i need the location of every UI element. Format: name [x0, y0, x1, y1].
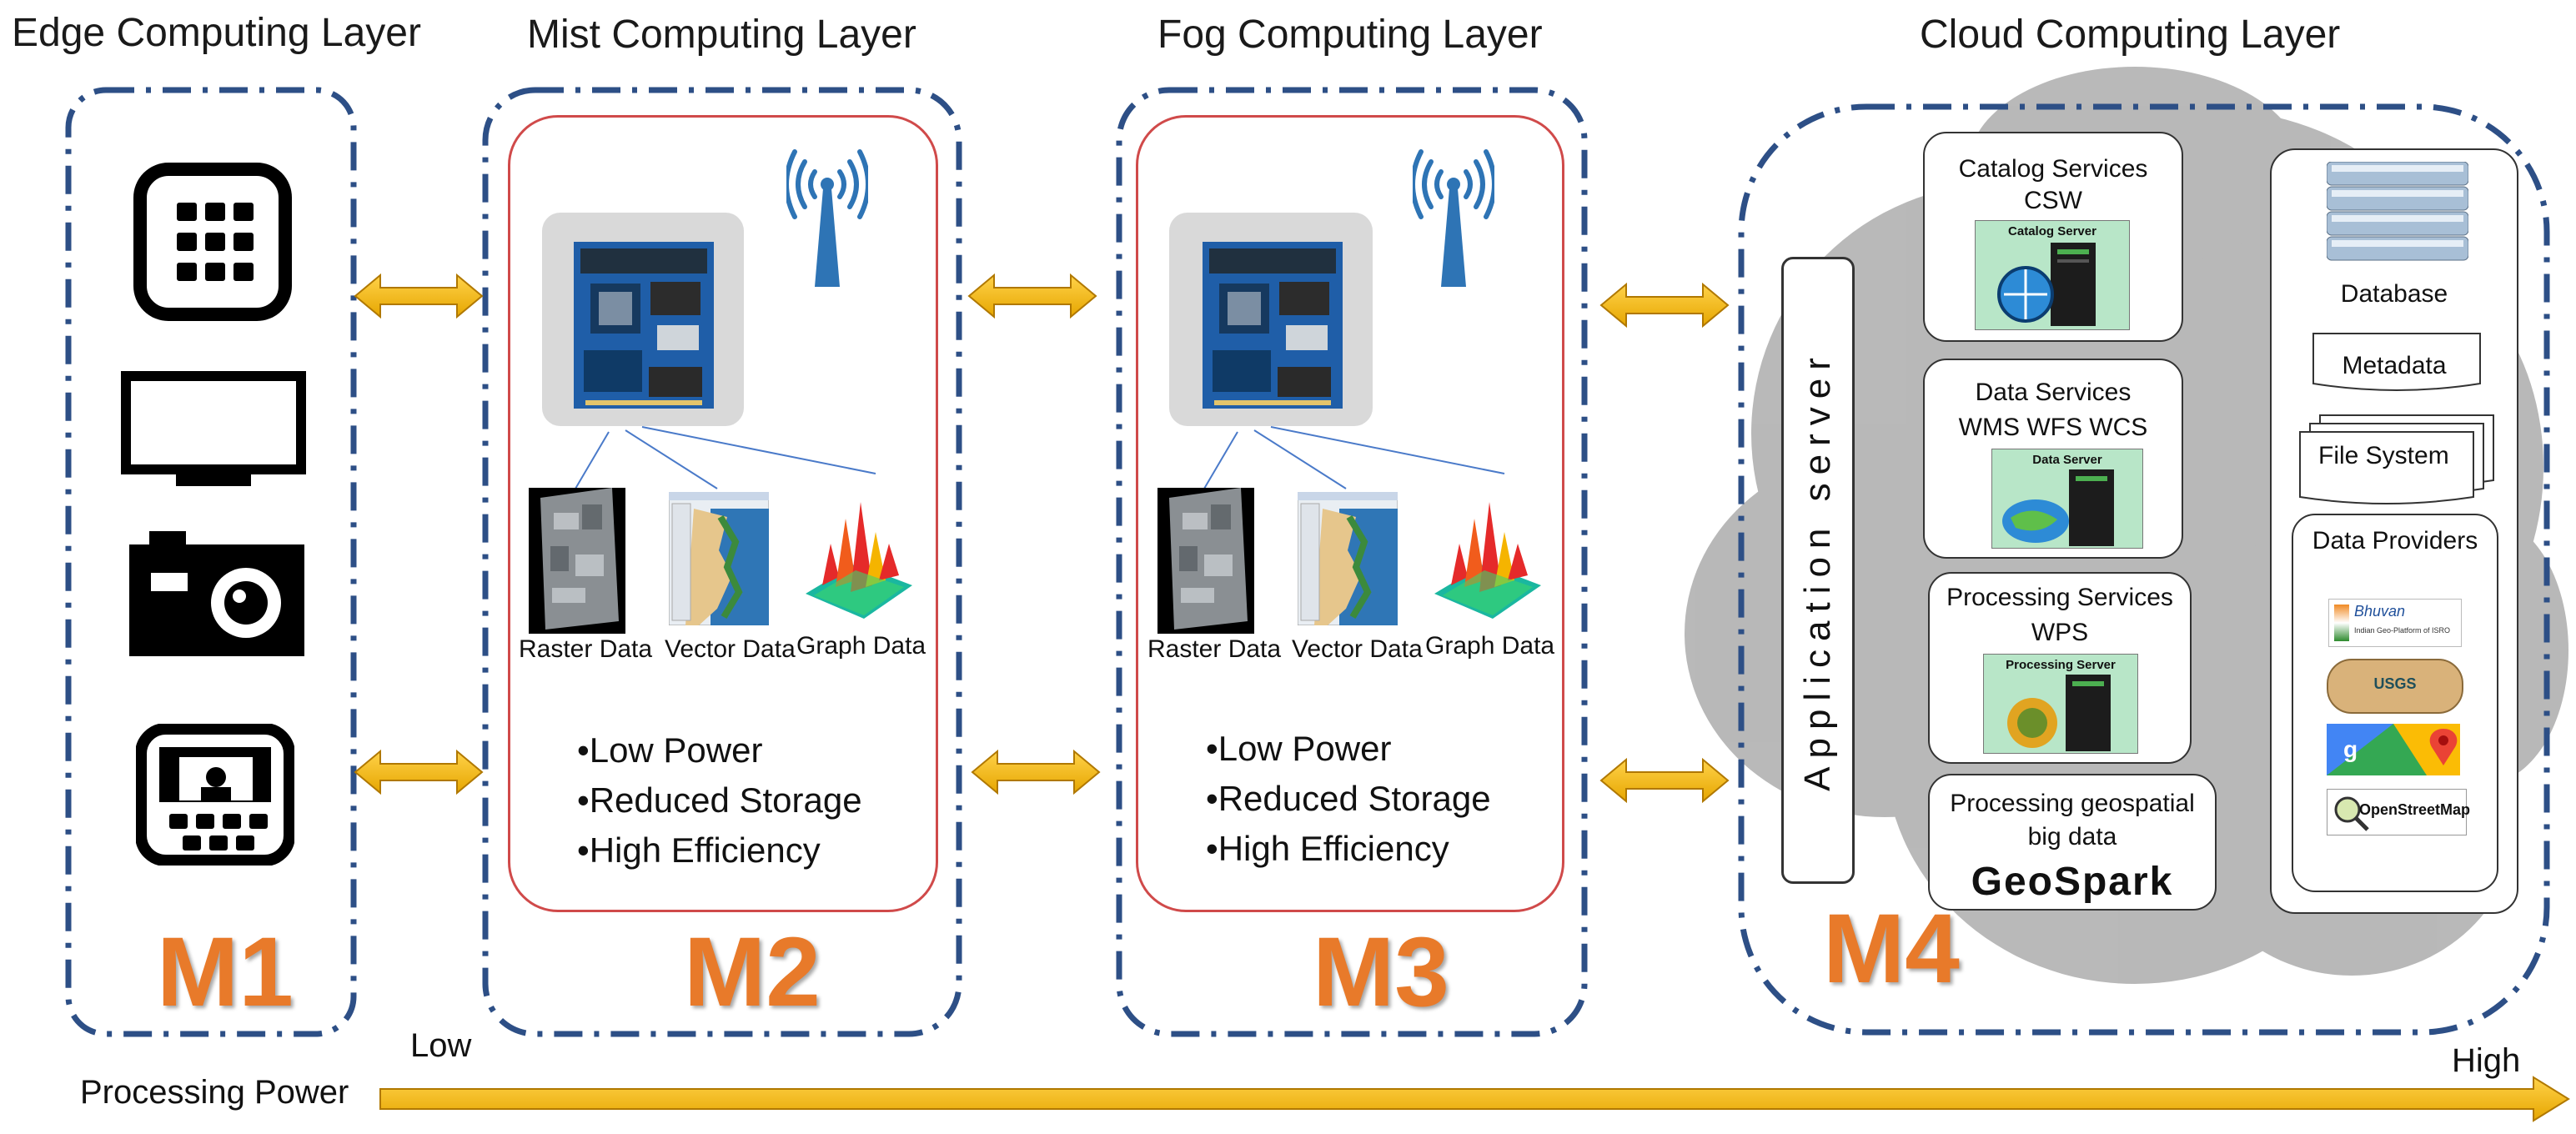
axis-low-label: Low: [410, 1027, 472, 1064]
fog-feature-2: •Reduced Storage: [1206, 779, 1491, 818]
m3-label: M3: [1313, 917, 1449, 1027]
double-arrows: [354, 273, 1730, 804]
mist-vector-image: [669, 492, 769, 625]
mist-feature-3: •High Efficiency: [577, 830, 821, 870]
tracking-device-icon: [136, 724, 294, 866]
fog-antenna-icon: [1413, 149, 1494, 287]
catalog-server-label: Catalog Server: [2008, 224, 2096, 238]
fog-raster-caption: Raster Data: [1147, 635, 1282, 663]
database-icon: [2327, 162, 2468, 261]
mist-data-links: [575, 426, 876, 489]
edge-layer-box: [65, 87, 357, 1037]
fog-feature-1: •Low Power: [1206, 729, 1392, 768]
fog-raster-image: [1157, 488, 1254, 634]
data-services-acronym: WMS WFS WCS: [1958, 414, 2148, 441]
data-providers-panel: Data Providers Bhuvan Indian Geo-Platfor…: [2292, 514, 2498, 892]
bigdata-panel: Processing geospatial big data GeoSpark: [1928, 774, 2217, 911]
catalog-services-title: Catalog Services: [1958, 155, 2148, 183]
google-maps-logo: g: [2327, 724, 2460, 775]
filesystem-label: File System: [2318, 442, 2449, 469]
bhuvan-tagline: Indian Geo-Platform of ISRO: [2354, 626, 2451, 635]
mist-raster-caption: Raster Data: [519, 635, 653, 663]
filesystem-doc-icon: [2299, 414, 2494, 504]
m4-label: M4: [1823, 894, 1960, 1004]
edge-layer-title: Edge Computing Layer: [12, 11, 421, 55]
fog-graph-image: [1434, 502, 1541, 619]
usgs-logo: USGS: [2327, 659, 2463, 714]
fog-vector-image: [1298, 492, 1398, 625]
m1-label: M1: [157, 917, 294, 1027]
storage-panel: Database Metadata File System Data Provi…: [2270, 148, 2518, 914]
fog-graph-caption: Graph Data: [1425, 632, 1555, 660]
database-label: Database: [2340, 280, 2448, 308]
metadata-label: Metadata: [2342, 352, 2447, 379]
svg-text:g: g: [2343, 736, 2358, 762]
osm-logo: OpenStreetMap: [2327, 789, 2471, 835]
data-server-label: Data Server: [2032, 453, 2102, 467]
m2-label: M2: [684, 917, 821, 1027]
data-services-panel: Data Services WMS WFS WCS Data Server: [1923, 359, 2183, 559]
catalog-server-icon: [1997, 243, 2096, 326]
bhuvan-logo: Bhuvan Indian Geo-Platform of ISRO: [2328, 599, 2462, 647]
processing-server-icon: [2007, 675, 2111, 751]
mist-board-icon: [574, 242, 714, 409]
cloud-layer-box: [1738, 103, 2550, 1036]
application-server-label: Application server: [1797, 349, 1838, 791]
geospark-logo: GeoSpark: [1971, 860, 2174, 904]
data-services-title: Data Services: [1975, 379, 2132, 406]
data-server-image: Data Server: [1991, 449, 2143, 549]
fog-layer-title: Fog Computing Layer: [1157, 13, 1543, 57]
fog-features: •Low Power •Reduced Storage •High Effici…: [1206, 724, 1491, 874]
mist-layer-title: Mist Computing Layer: [527, 13, 916, 57]
osm-magnifier-icon: [2334, 796, 2369, 831]
catalog-server-image: Catalog Server: [1975, 220, 2130, 330]
catalog-services-panel: Catalog Services CSW Catalog Server: [1923, 132, 2183, 342]
axis-title: Processing Power: [80, 1074, 349, 1111]
mist-layer-box: [482, 87, 962, 1037]
processing-server-label: Processing Server: [2006, 658, 2116, 672]
mist-graph-image: [806, 502, 912, 619]
monitor-icon: [121, 371, 306, 486]
mist-feature-2: •Reduced Storage: [577, 780, 862, 820]
bhuvan-name: Bhuvan: [2354, 603, 2406, 620]
fog-board-icon: [1203, 242, 1343, 409]
fog-data-links: [1203, 426, 1505, 489]
data-server-icon: [2002, 469, 2114, 546]
axis-high-label: High: [2452, 1042, 2521, 1079]
camera-icon: [129, 531, 304, 656]
mist-features: •Low Power •Reduced Storage •High Effici…: [577, 725, 862, 876]
bigdata-title: Processing geospatial: [1950, 790, 2195, 817]
processing-power-arrow: [379, 1076, 2570, 1122]
data-providers-title: Data Providers: [2312, 527, 2478, 554]
mist-graph-caption: Graph Data: [796, 632, 926, 660]
processing-services-title: Processing Services: [1946, 584, 2173, 611]
usgs-name: USGS: [2373, 675, 2417, 692]
fog-layer-box: [1116, 87, 1588, 1037]
fog-vector-caption: Vector Data: [1292, 635, 1423, 663]
osm-name: OpenStreetMap: [2359, 801, 2471, 818]
fog-feature-3: •High Efficiency: [1206, 829, 1449, 868]
mist-vector-caption: Vector Data: [665, 635, 796, 663]
processing-services-acronym: WPS: [2031, 619, 2089, 646]
mist-raster-image: [529, 488, 625, 634]
metadata-doc-icon: [2312, 333, 2481, 391]
keypad-icon: [133, 163, 292, 321]
bigdata-subtitle: big data: [2027, 823, 2117, 850]
processing-server-image: Processing Server: [1983, 654, 2138, 754]
mist-feature-1: •Low Power: [577, 730, 763, 770]
catalog-services-acronym: CSW: [2024, 187, 2082, 214]
processing-services-panel: Processing Services WPS Processing Serve…: [1928, 572, 2192, 764]
application-server-box: Application server: [1781, 257, 1855, 884]
mist-antenna-icon: [786, 149, 868, 287]
cloud-layer-title: Cloud Computing Layer: [1920, 13, 2341, 57]
